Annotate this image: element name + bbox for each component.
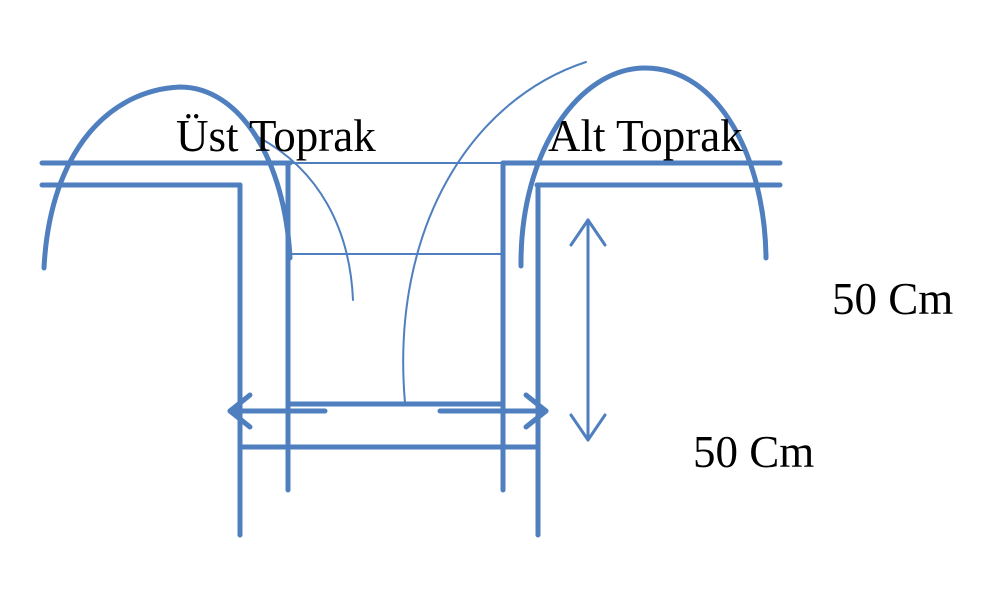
topsoil-heap-arc [41,84,293,271]
width-dimension-label: 50 Cm [693,427,815,477]
topsoil-return-curve [257,136,354,301]
depth-arrow-top-head [569,218,607,247]
subsoil-label: Alt Toprak [548,111,743,161]
depth-dimension-label: 50 Cm [832,274,954,324]
subsoil-heap-arc [518,65,769,269]
topsoil-label: Üst Toprak [176,111,376,161]
width-arrow-left-head [227,392,253,430]
subsoil-return-curve [402,61,587,404]
depth-arrow-bottom-head [569,413,607,442]
width-arrow-right-head [523,392,549,430]
